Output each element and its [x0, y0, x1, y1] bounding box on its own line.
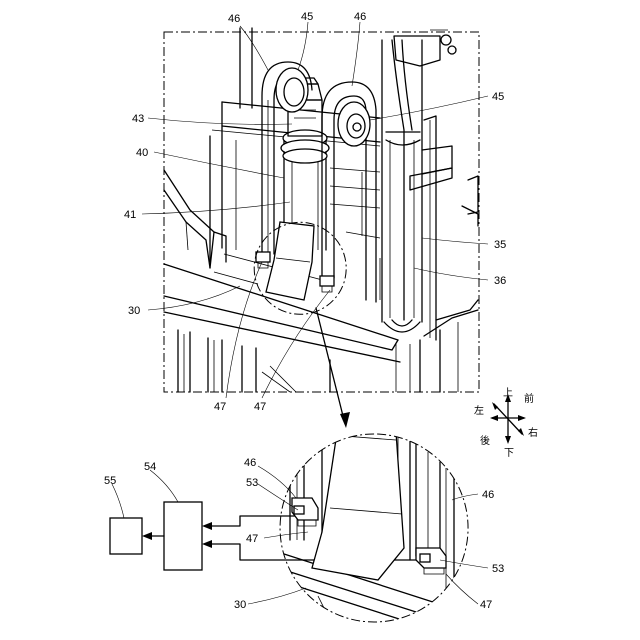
label-30-top: 30	[128, 305, 140, 317]
dir-up: 上	[503, 387, 513, 399]
frame-members	[164, 28, 380, 300]
flat-cable	[266, 222, 314, 300]
direction-compass: 上 前 左 右 後 下	[474, 387, 538, 459]
label-53-right: 53	[492, 563, 504, 575]
label-54: 54	[144, 461, 156, 473]
lower-legs	[178, 330, 330, 392]
dir-right: 右	[528, 426, 538, 439]
right-housing	[410, 116, 478, 392]
label-30-bottom: 30	[234, 599, 246, 611]
label-41: 41	[124, 209, 136, 221]
label-47-b: 47	[254, 401, 266, 413]
label-55: 55	[104, 475, 116, 487]
label-46-detail-right: 46	[482, 489, 494, 501]
vertical-tube	[382, 30, 456, 332]
label-46-top-right: 46	[354, 11, 366, 23]
label-47-detail-right: 47	[480, 599, 492, 611]
label-47-a: 47	[214, 401, 226, 413]
perspective-view	[164, 28, 479, 392]
label-35: 35	[494, 239, 506, 251]
magnified-detail	[278, 426, 470, 640]
label-36: 36	[494, 275, 506, 287]
block-55	[110, 518, 142, 554]
label-45-right: 45	[492, 91, 504, 103]
label-46-detail-left: 46	[244, 457, 256, 469]
label-53-left: 53	[246, 477, 258, 489]
label-43: 43	[132, 113, 144, 125]
detail-leader	[316, 308, 350, 428]
block-54	[164, 502, 202, 570]
dir-front: 前	[524, 392, 534, 405]
dir-back: 後	[480, 434, 490, 447]
dir-down: 下	[504, 448, 514, 459]
label-40: 40	[136, 147, 148, 159]
label-47-detail-left: 47	[246, 533, 258, 545]
label-46-top-left: 46	[228, 13, 240, 25]
label-45-top: 45	[301, 11, 313, 23]
right-loop	[322, 82, 376, 302]
dir-left: 左	[474, 404, 484, 417]
